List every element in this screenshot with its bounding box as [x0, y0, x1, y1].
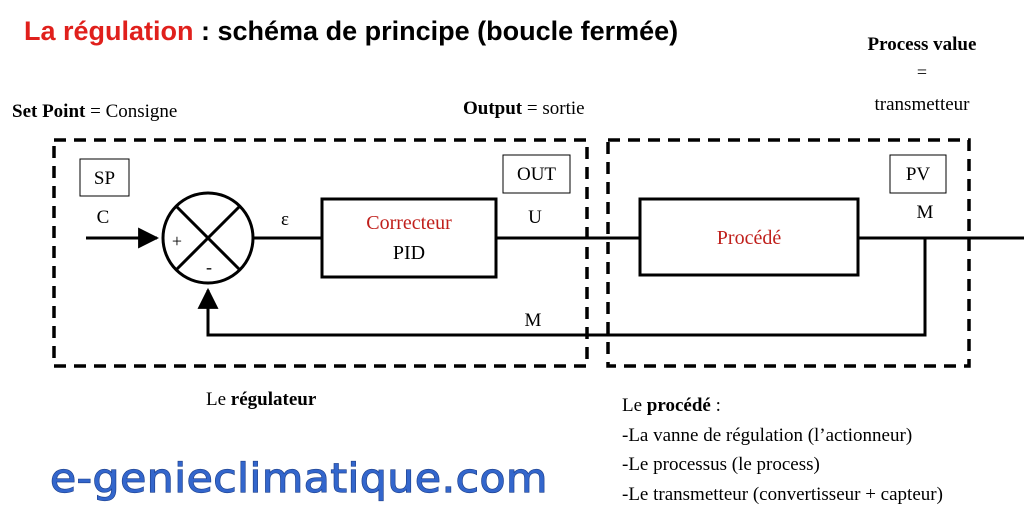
output-label: Output = sortie: [463, 98, 585, 119]
process-caption-colon: :: [711, 395, 721, 416]
process-block: [638, 197, 860, 277]
title-rest: : schéma de principe (boucle fermée): [194, 16, 679, 46]
signal-epsilon-label: ε: [281, 209, 289, 230]
process-region: [606, 138, 971, 368]
process-value-term: Process value: [868, 34, 977, 55]
process-value-equals: =: [917, 62, 927, 82]
process-block-label: Procédé: [717, 227, 782, 249]
output-term: Output: [463, 98, 523, 119]
regulator-region: [52, 138, 589, 368]
pv-box: [889, 154, 947, 194]
out-box-label: OUT: [517, 164, 556, 185]
set-point-label: Set Point = Consigne: [12, 101, 177, 122]
summing-cross-b: [174, 204, 242, 272]
output-translation: = sortie: [522, 98, 584, 119]
process-caption-term: procédé: [647, 395, 711, 416]
regulator-caption-article: Le: [206, 389, 231, 410]
process-list-item: -Le processus (le process): [622, 454, 820, 475]
corrector-block-type: PID: [393, 242, 425, 264]
regulator-caption-term: régulateur: [231, 389, 317, 410]
sum-plus-sign: +: [172, 231, 182, 251]
process-list-item: -La vanne de régulation (l’actionneur): [622, 425, 912, 446]
title-highlight: La régulation: [24, 16, 194, 46]
process-caption: Le procédé :: [622, 395, 721, 416]
set-point-translation: = Consigne: [85, 101, 177, 122]
out-box: [502, 154, 571, 194]
summing-junction: [161, 191, 255, 285]
pv-box-label: PV: [906, 164, 931, 185]
signal-m-output-label: M: [917, 202, 934, 223]
process-value-translation: transmetteur: [875, 94, 971, 115]
process-list-item: -Le transmetteur (convertisseur + capteu…: [622, 484, 943, 505]
sp-box: [79, 158, 130, 197]
signal-c-label: C: [97, 207, 110, 228]
regulator-caption: Le régulateur: [206, 389, 317, 410]
set-point-term: Set Point: [12, 101, 86, 122]
sum-minus-sign: -: [206, 257, 212, 277]
corrector-block-label: Correcteur: [366, 212, 452, 234]
feedback-path: [197, 238, 927, 337]
sp-box-label: SP: [94, 168, 115, 189]
signal-u-label: U: [528, 207, 542, 228]
site-logo: e-genieclimatique.com: [50, 456, 548, 502]
corrector-block: [320, 197, 498, 279]
page-title: La régulation : schéma de principe (bouc…: [24, 16, 678, 46]
signal-m-feedback-label: M: [525, 310, 542, 331]
process-caption-article: Le: [622, 395, 647, 416]
